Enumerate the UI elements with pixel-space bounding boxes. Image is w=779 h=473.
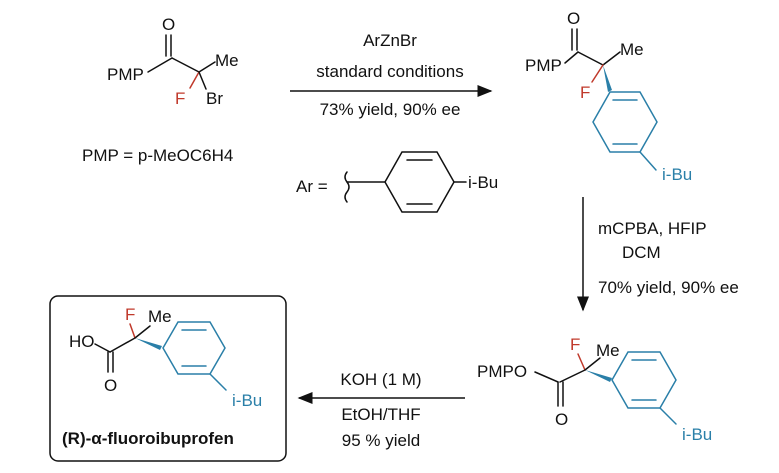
fluorine-label-final: F xyxy=(125,305,135,324)
yield-ee-2: 70% yield, 90% ee xyxy=(598,278,739,297)
ibu-label-p2: i-Bu xyxy=(682,425,712,444)
bond xyxy=(577,51,604,66)
bond xyxy=(602,51,621,66)
oxygen-label-p1: O xyxy=(567,9,580,28)
yield-3: 95 % yield xyxy=(342,431,420,450)
ibu-label-ar: i-Bu xyxy=(468,173,498,192)
bond xyxy=(534,371,559,383)
carbonyl-bond xyxy=(571,28,578,51)
bond xyxy=(659,407,677,425)
solvent-dcm: DCM xyxy=(622,243,661,262)
aryl-definition: Ar = i-Bu xyxy=(296,151,498,213)
bond xyxy=(109,337,136,353)
reaction-arrow-2: mCPBA, HFIP DCM 70% yield, 90% ee xyxy=(577,197,739,312)
yield-ee-1: 73% yield, 90% ee xyxy=(320,100,461,119)
reagent-arznbr: ArZnBr xyxy=(363,31,417,50)
fluorine-label-p1: F xyxy=(580,83,590,102)
wedge-bond xyxy=(603,65,612,92)
pmp-label-sm: PMP xyxy=(107,65,144,84)
bond xyxy=(94,343,111,353)
aromatic-inner-bonds xyxy=(181,329,207,367)
c-f-bond xyxy=(591,64,604,83)
c-f-bond xyxy=(577,353,586,371)
bond xyxy=(559,369,586,383)
aryl-ring-p2 xyxy=(611,351,677,409)
bond xyxy=(639,151,657,171)
bond xyxy=(134,325,151,339)
bond xyxy=(171,57,200,73)
c-f-bond xyxy=(129,323,136,339)
ibu-label-final: i-Bu xyxy=(232,391,262,410)
bond xyxy=(198,61,216,73)
wedge-bond xyxy=(135,338,162,350)
carbonyl-bond xyxy=(107,351,114,373)
reaction-arrow-1: ArZnBr standard conditions 73% yield, 90… xyxy=(290,31,493,119)
aromatic-inner-bonds xyxy=(631,359,657,401)
carbonyl-bond xyxy=(165,34,172,57)
bromine-label-sm: Br xyxy=(206,89,223,108)
fluorine-label-sm: F xyxy=(175,89,185,108)
ar-equals-label: Ar = xyxy=(296,177,328,196)
product-ester: PMPO F Me O i-Bu xyxy=(477,335,712,444)
solvent-etoh-thf: EtOH/THF xyxy=(341,405,420,424)
ibu-label-p1: i-Bu xyxy=(662,165,692,184)
hydroxyl-label: HO xyxy=(69,332,95,351)
aromatic-inner-bonds xyxy=(406,159,433,205)
pmp-label-p1: PMP xyxy=(525,56,562,75)
aryl-ring-final xyxy=(162,321,226,375)
oxygen-label-p2: O xyxy=(555,410,568,429)
benzene-ring xyxy=(384,151,455,213)
bond xyxy=(209,373,227,391)
starting-material: PMP O Me F Br xyxy=(107,15,239,108)
oxygen-label-final: O xyxy=(104,376,117,395)
final-product-box: HO F Me O i-Bu (R)-α-fluoroibuprofen xyxy=(49,295,287,462)
wedge-bond xyxy=(585,370,612,382)
product-frame xyxy=(49,295,287,462)
methyl-label-p2: Me xyxy=(596,341,620,360)
pmp-definition: PMP = p-MeOC6H4 xyxy=(82,146,233,165)
bond xyxy=(147,57,173,73)
methyl-label-p1: Me xyxy=(620,40,644,59)
reagent-koh: KOH (1 M) xyxy=(340,370,421,389)
reaction-arrow-3: KOH (1 M) EtOH/THF 95 % yield xyxy=(297,370,465,450)
pmpo-label: PMPO xyxy=(477,362,527,381)
c-f-bond xyxy=(189,71,200,89)
standard-conditions-label: standard conditions xyxy=(316,62,463,81)
pmp-definition-text: PMP = p-MeOC6H4 xyxy=(82,146,233,165)
aromatic-inner-bonds xyxy=(612,99,638,145)
wavy-bond-icon xyxy=(344,171,350,203)
carbonyl-bond xyxy=(557,381,564,407)
oxygen-label-sm: O xyxy=(162,15,175,34)
product-ketone: PMP O Me F i-Bu xyxy=(525,9,692,184)
methyl-label-sm: Me xyxy=(215,51,239,70)
c-br-bond xyxy=(198,71,207,90)
bond xyxy=(584,357,601,371)
reagent-mcpba: mCPBA, HFIP xyxy=(598,219,707,238)
fluorine-label-p2: F xyxy=(570,335,580,354)
aryl-ring-p1 xyxy=(592,91,658,153)
bond xyxy=(564,51,579,64)
methyl-label-final: Me xyxy=(148,307,172,326)
product-name: (R)-α-fluoroibuprofen xyxy=(62,429,234,448)
